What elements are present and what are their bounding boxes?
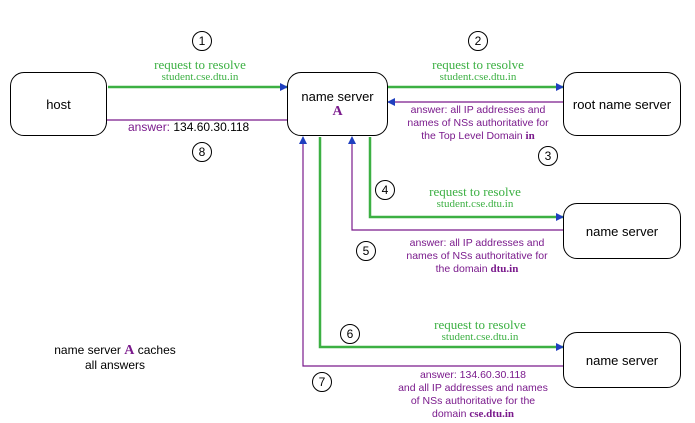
step-2-badge: 2 [468,31,488,51]
step-5-badge: 5 [356,241,376,261]
tld-name-server-node: name server [563,203,681,259]
name-server-a-sub: A [332,103,343,119]
answer-label-8: answer: 134.60.30.118 [128,120,250,134]
request-label-2: request to resolve student.cse.dtu.in [432,57,524,83]
request-label-4: request to resolve student.cse.dtu.in [429,184,521,210]
answer-label-5: answer: all IP addresses and names of NS… [406,237,548,275]
step-7-badge: 7 [312,372,332,392]
auth-name-server-node: name server [563,332,681,388]
request-label-1: request to resolve student.cse.dtu.in [154,57,246,83]
cache-note: name server A caches all answers [54,343,176,372]
auth-name-server-label: name server [585,352,659,368]
name-server-a-label: name server [301,88,374,104]
step-6-badge: 6 [340,324,360,344]
request-label-6: request to resolve student.cse.dtu.in [434,317,526,343]
step-8-badge: 8 [192,142,212,162]
step-1-badge: 1 [192,31,212,51]
step-3-badge: 3 [538,146,558,166]
host-label: host [46,96,71,112]
host-node: host [10,72,107,136]
arrow-request-6 [318,137,564,351]
answer-label-3: answer: all IP addresses and names of NS… [407,104,549,142]
arrow-answer-5 [348,136,563,231]
tld-name-server-label: name server [585,223,659,239]
answer-label-7: answer: 134.60.30.118 and all IP address… [398,369,548,420]
root-name-server-node: root name server [563,72,681,136]
arrow-answer-7 [299,136,563,367]
step-4-badge: 4 [375,180,395,200]
root-name-server-label: root name server [572,96,672,112]
name-server-a-node: name server A [287,72,388,136]
arrow-request-4 [368,137,564,221]
